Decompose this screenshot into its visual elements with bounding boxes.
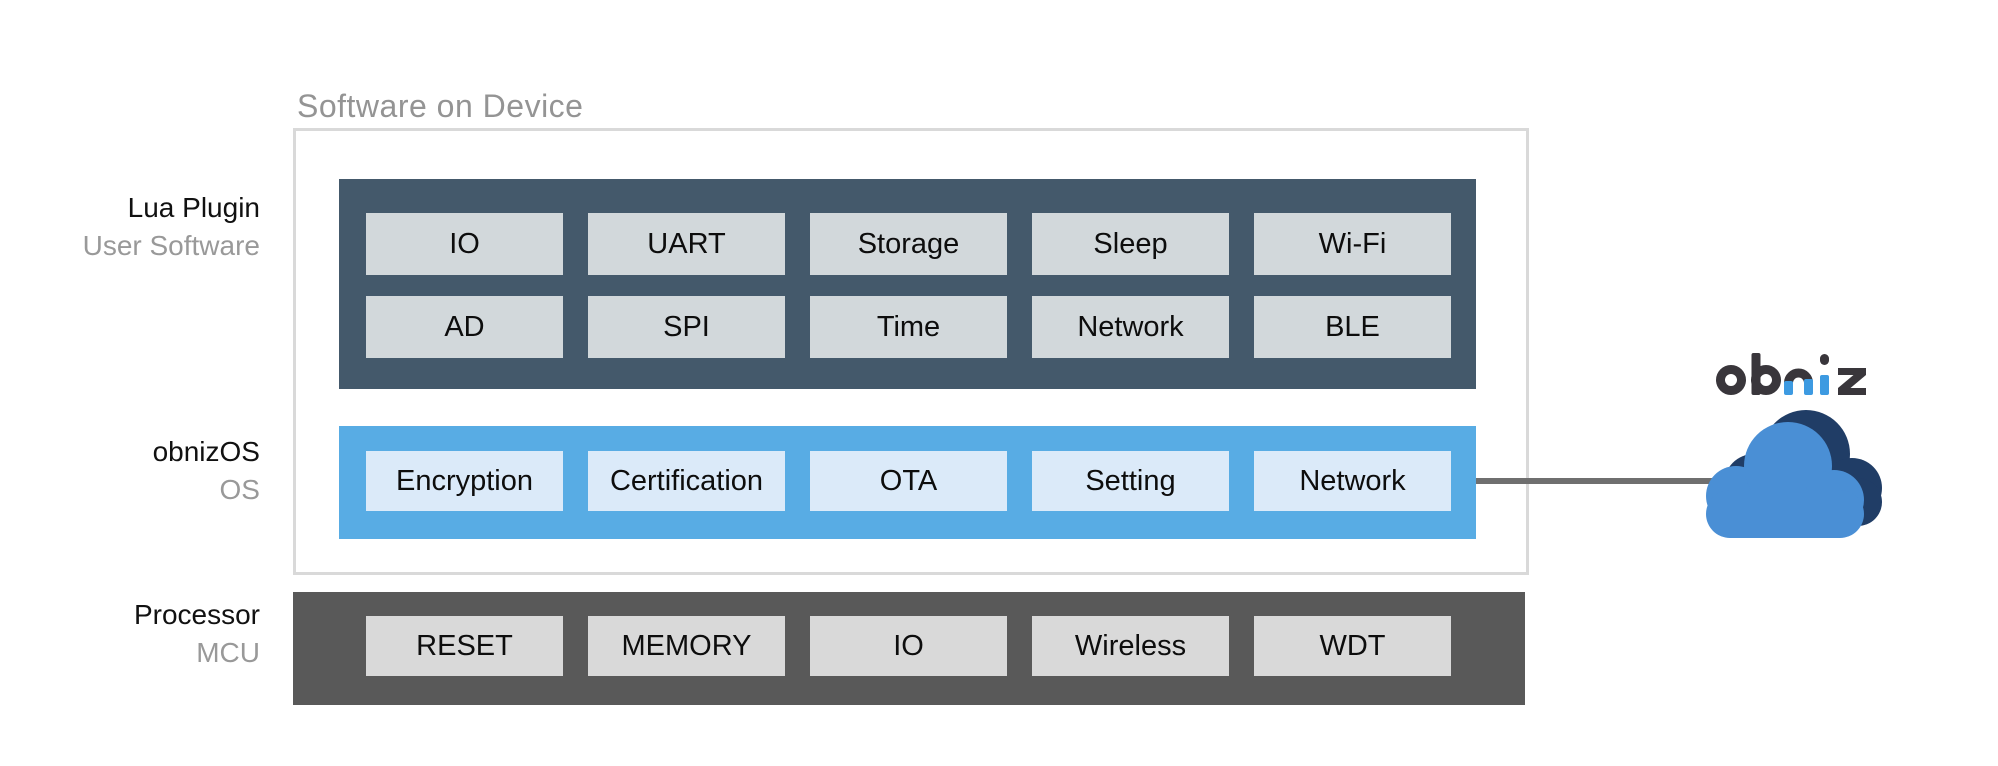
chip-time: Time (810, 296, 1007, 358)
chip-wireless: Wireless (1032, 616, 1229, 676)
chip-wdt: WDT (1254, 616, 1451, 676)
obniz-os-box: Encryption Certification OTA Setting Net… (339, 426, 1476, 539)
logo-letter-b-bowl (1751, 365, 1781, 395)
logo-letter-o (1716, 365, 1746, 395)
chip-reset: RESET (366, 616, 563, 676)
chip-ad: AD (366, 296, 563, 358)
cloud-icon (1706, 410, 1882, 538)
chip-encryption: Encryption (366, 451, 563, 511)
mcu-layer-label: Processor MCU (0, 596, 260, 672)
software-on-device-boundary (293, 128, 1529, 575)
user-software-box: IO UART Storage Sleep Wi-Fi AD SPI Time … (339, 179, 1476, 389)
chip-uart: UART (588, 213, 785, 275)
logo-letter-z (1838, 368, 1866, 395)
user-chip-row-2: AD SPI Time Network BLE (366, 296, 1451, 358)
processor-box: RESET MEMORY IO Wireless WDT (293, 592, 1525, 705)
chip-ble: BLE (1254, 296, 1451, 358)
chip-ota: OTA (810, 451, 1007, 511)
user-chip-row-1: IO UART Storage Sleep Wi-Fi (366, 213, 1451, 275)
logo-letter-n-leg-left (1784, 381, 1793, 395)
obniz-logo (1716, 353, 1866, 395)
logo-letter-i-stem (1820, 375, 1829, 395)
chip-storage: Storage (810, 213, 1007, 275)
cloud-body (1706, 422, 1864, 538)
mcu-layer-label-main: Processor (133, 599, 260, 630)
chip-os-network: Network (1254, 451, 1451, 511)
diagram-title: Software on Device (297, 88, 584, 124)
mcu-chip-row: RESET MEMORY IO Wireless WDT (366, 616, 1451, 676)
user-layer-label: Lua Plugin User Software (0, 189, 260, 265)
os-chip-row: Encryption Certification OTA Setting Net… (366, 451, 1451, 511)
logo-letter-i-dot (1820, 354, 1829, 365)
chip-wifi: Wi-Fi (1254, 213, 1451, 275)
chip-mcu-io: IO (810, 616, 1007, 676)
chip-certification: Certification (588, 451, 785, 511)
user-layer-label-main: Lua Plugin (127, 192, 260, 223)
obniz-logo-letters (1716, 353, 1866, 395)
network-to-cloud-connector (1476, 478, 1714, 484)
os-layer-label: obnizOS OS (0, 433, 260, 509)
chip-spi: SPI (588, 296, 785, 358)
chip-io: IO (366, 213, 563, 275)
chip-sleep: Sleep (1032, 213, 1229, 275)
logo-letter-n-leg-right (1804, 379, 1813, 395)
chip-setting: Setting (1032, 451, 1229, 511)
user-layer-label-sub: User Software (82, 230, 260, 261)
chip-network: Network (1032, 296, 1229, 358)
os-layer-label-sub: OS (219, 474, 260, 505)
mcu-layer-label-sub: MCU (196, 637, 260, 668)
os-layer-label-main: obnizOS (152, 436, 260, 467)
chip-memory: MEMORY (588, 616, 785, 676)
